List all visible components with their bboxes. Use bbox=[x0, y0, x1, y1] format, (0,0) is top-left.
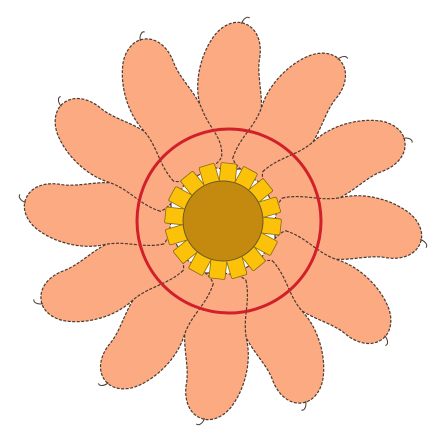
center-disk bbox=[183, 181, 263, 261]
